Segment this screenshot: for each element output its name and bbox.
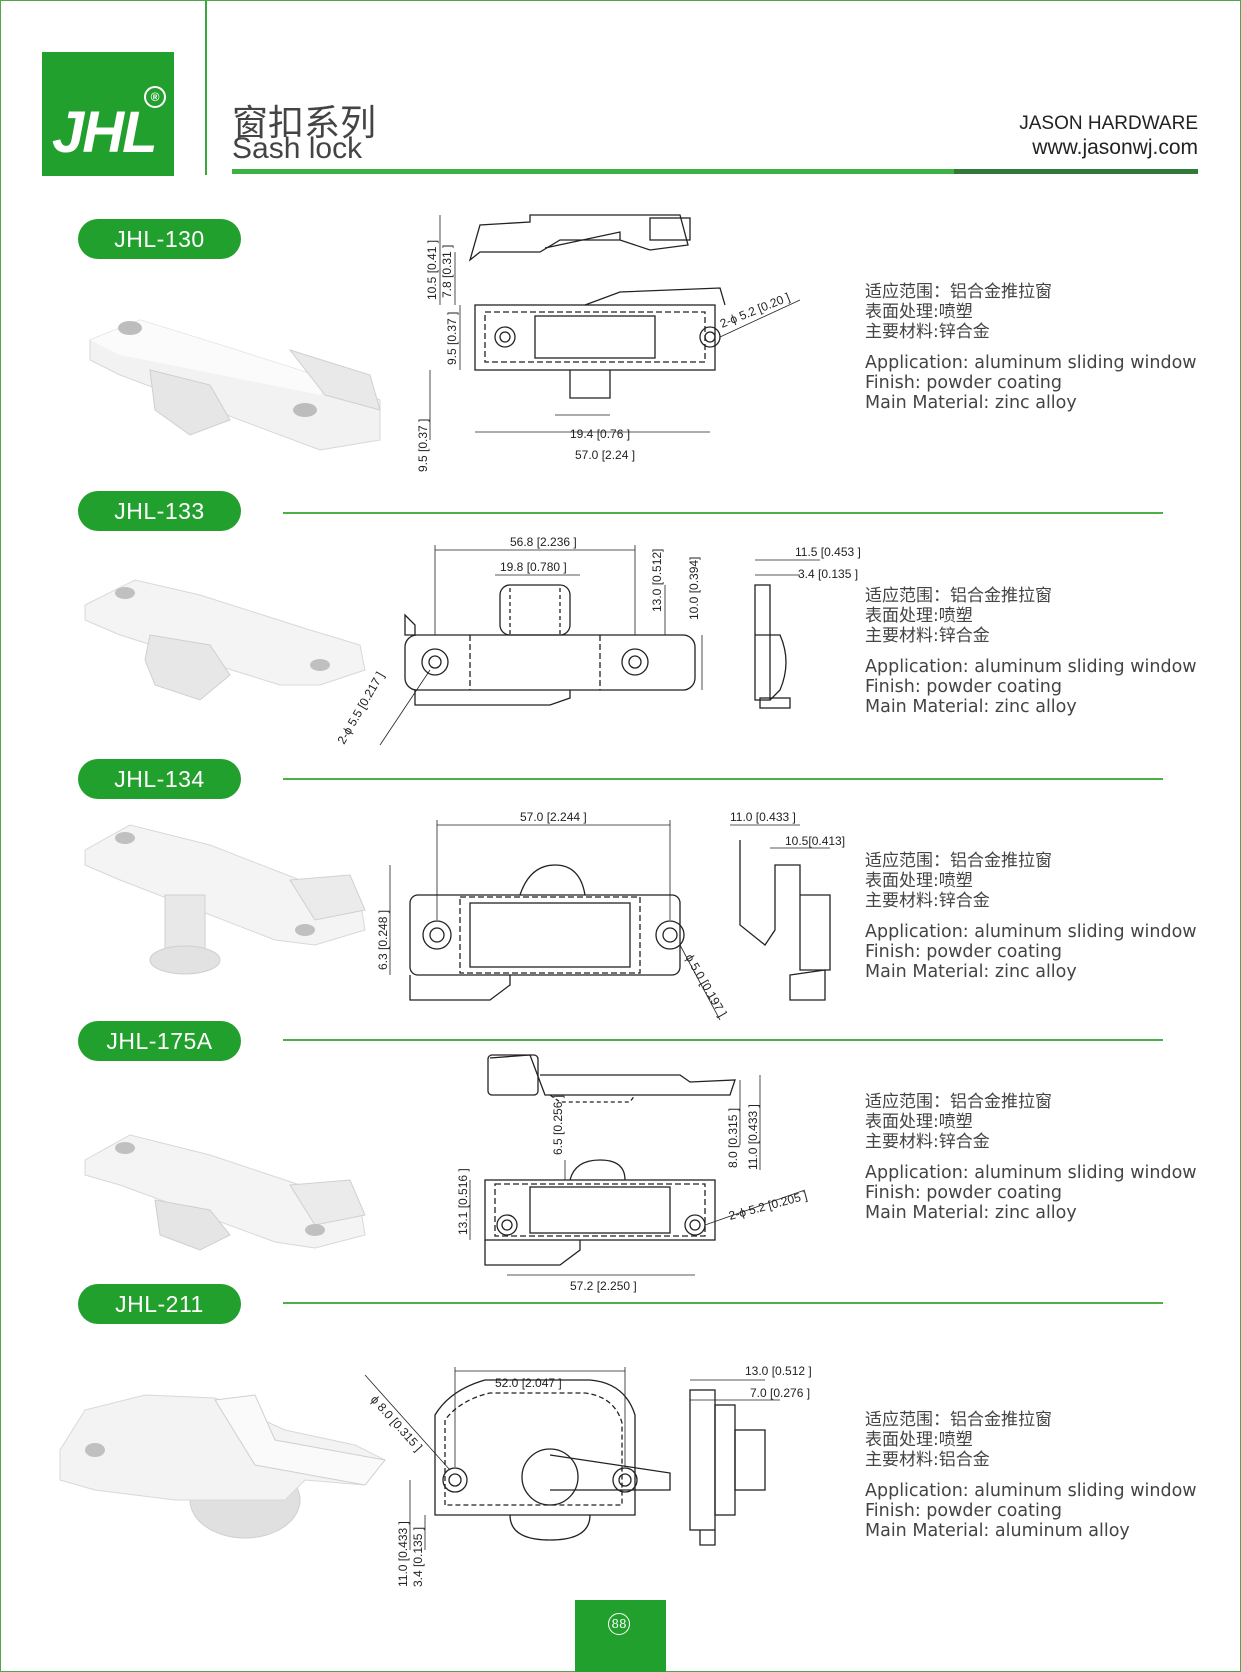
dim-label: 13.0 [0.512 ] — [745, 1364, 812, 1378]
dim-label: 13.0 [0.512] — [650, 549, 664, 612]
drawing-jhl-175a: 8.0 [0.315 ] 11.0 [0.433 ] 6.5 [0.256 ] … — [456, 1054, 809, 1293]
desc-cn-line: 适应范围：铝合金推拉窗 — [865, 851, 1052, 871]
desc-en-line: Finish: powder coating — [865, 1183, 1063, 1203]
model-badge-jhl-211: JHL-211 — [78, 1284, 241, 1324]
desc-en-line: Main Material: zinc alloy — [865, 1203, 1077, 1223]
desc-cn-line: 表面处理:喷塑 — [865, 1112, 973, 1132]
desc-en-line: Main Material: zinc alloy — [865, 697, 1077, 717]
desc-cn-line: 适应范围：铝合金推拉窗 — [865, 1410, 1052, 1430]
brand-block: JASON HARDWARE www.jasonwj.com — [1019, 112, 1198, 160]
logo-text: JHL — [52, 100, 158, 165]
dim-label: 13.1 [0.516 ] — [456, 1168, 470, 1235]
desc-en-line: Application: aluminum sliding window — [865, 1163, 1197, 1183]
page-title-cn: 窗扣系列 — [232, 103, 377, 144]
photo-jhl-211 — [59, 1394, 386, 1539]
model-badge-jhl-175a: JHL-175A — [78, 1021, 241, 1061]
desc-en-line: Application: aluminum sliding window — [865, 657, 1197, 677]
section-divider — [283, 512, 1163, 514]
desc-en-line: Finish: powder coating — [865, 1501, 1063, 1521]
dim-label: 8.0 [0.315 ] — [726, 1108, 740, 1168]
header-vertical-line — [205, 0, 207, 175]
drawing-jhl-133: 56.8 [2.236 ] 19.8 [0.780 ] 13.0 [0.512]… — [334, 535, 861, 747]
dim-label: 3.4 [0.135 ] — [798, 567, 858, 581]
desc-cn-line: 主要材料:锌合金 — [865, 1132, 990, 1152]
dim-label: 10.5 [0.41 ] — [425, 240, 439, 300]
desc-cn-line: 主要材料:铝合金 — [865, 1450, 990, 1470]
dim-label: 3.4 [0.135 ] — [411, 1527, 425, 1587]
desc-en-line: Main Material: zinc alloy — [865, 393, 1077, 413]
desc-en-line: Main Material: aluminum alloy — [865, 1521, 1130, 1541]
dim-label: 9.5 [0.37 ] — [416, 419, 430, 472]
desc-en-line: Main Material: zinc alloy — [865, 962, 1077, 982]
desc-cn-line: 主要材料:锌合金 — [865, 626, 990, 646]
desc-en-line: Finish: powder coating — [865, 677, 1063, 697]
jhl-logo: JHL ® — [42, 52, 174, 176]
photo-jhl-133 — [84, 579, 366, 701]
brand-url[interactable]: www.jasonwj.com — [1032, 136, 1198, 159]
dim-label: 19.4 [0.76 ] — [570, 427, 630, 441]
drawing-jhl-130: 10.5 [0.41 ] 7.8 [0.31 ] 9.5 [0.37 ] 2-ϕ… — [416, 214, 801, 472]
dim-label: 10.5[0.413] — [785, 834, 845, 848]
desc-en-line: Application: aluminum sliding window — [865, 1481, 1197, 1501]
dim-label: 57.0 [2.244 ] — [520, 810, 587, 824]
brand-name: JASON HARDWARE — [1019, 113, 1198, 134]
section-divider — [283, 778, 1163, 780]
desc-cn-line: 表面处理:喷塑 — [865, 606, 973, 626]
desc-jhl-133: 适应范围：铝合金推拉窗 表面处理:喷塑 主要材料:锌合金 Application… — [865, 586, 1197, 717]
desc-en-line: Application: aluminum sliding window — [865, 353, 1197, 373]
dim-label: 57.2 [2.250 ] — [570, 1279, 637, 1293]
dim-label: 10.0 [0.394] — [687, 557, 701, 620]
desc-en-line: Finish: powder coating — [865, 942, 1063, 962]
dim-label: 11.5 [0.453 ] — [795, 545, 861, 559]
dim-label: ϕ 8.0 [0.315 ] — [368, 1393, 425, 1454]
photo-jhl-130 — [89, 319, 381, 451]
photo-jhl-175a — [84, 1134, 366, 1251]
desc-jhl-175a: 适应范围：铝合金推拉窗 表面处理:喷塑 主要材料:锌合金 Application… — [865, 1092, 1197, 1223]
dim-label: 6.3 [0.248 ] — [376, 910, 390, 970]
desc-jhl-211: 适应范围：铝合金推拉窗 表面处理:喷塑 主要材料:铝合金 Application… — [865, 1410, 1197, 1541]
dim-label: 11.0 [0.433 ] — [730, 810, 796, 824]
photo-jhl-134 — [84, 824, 366, 975]
desc-cn-line: 表面处理:喷塑 — [865, 302, 973, 322]
model-badge-jhl-134: JHL-134 — [78, 759, 241, 799]
dim-label: 6.5 [0.256 ] — [551, 1095, 565, 1155]
dim-label: 19.8 [0.780 ] — [500, 560, 567, 574]
desc-en-line: Finish: powder coating — [865, 373, 1063, 393]
dim-label: 11.0 [0.433 ] — [746, 1104, 760, 1170]
registered-mark: ® — [144, 86, 166, 108]
dim-label: 11.0 [0.433 ] — [396, 1521, 410, 1587]
section-divider — [283, 1302, 1163, 1304]
model-badge-jhl-130: JHL-130 — [78, 219, 241, 259]
desc-cn-line: 适应范围：铝合金推拉窗 — [865, 1092, 1052, 1112]
desc-cn-line: 表面处理:喷塑 — [865, 1430, 973, 1450]
desc-cn-line: 主要材料:锌合金 — [865, 891, 990, 911]
dim-label: 7.0 [0.276 ] — [750, 1386, 810, 1400]
page-title-en: Sash lock — [232, 132, 363, 165]
dim-label: 57.0 [2.24 ] — [575, 448, 635, 462]
dim-label: 52.0 [2.047 ] — [495, 1376, 562, 1390]
desc-cn-line: 表面处理:喷塑 — [865, 871, 973, 891]
dim-label: 9.5 [0.37 ] — [445, 312, 459, 365]
desc-jhl-130: 适应范围：铝合金推拉窗 表面处理:喷塑 主要材料:锌合金 Application… — [865, 282, 1197, 413]
desc-cn-line: 适应范围：铝合金推拉窗 — [865, 586, 1052, 606]
dim-label: 2-ϕ 5.5 [0.217 ] — [334, 670, 387, 747]
header-rule — [232, 169, 1198, 174]
model-badge-jhl-133: JHL-133 — [78, 491, 241, 531]
page-number-tab: 88 — [575, 1600, 666, 1672]
dim-label: ϕ 5.0 [0.197 ] — [682, 952, 729, 1020]
desc-cn-line: 主要材料:锌合金 — [865, 322, 990, 342]
dim-label: 2-ϕ 5.2 [0.20 ] — [718, 290, 792, 331]
dim-label: 2-ϕ 5.2 [0.205 ] — [727, 1188, 809, 1222]
desc-jhl-134: 适应范围：铝合金推拉窗 表面处理:喷塑 主要材料:锌合金 Application… — [865, 851, 1197, 982]
page-number: 88 — [608, 1613, 630, 1635]
dim-label: 7.8 [0.31 ] — [440, 245, 454, 298]
desc-en-line: Application: aluminum sliding window — [865, 922, 1197, 942]
desc-cn-line: 适应范围：铝合金推拉窗 — [865, 282, 1052, 302]
drawing-jhl-134: 57.0 [2.244 ] 11.0 [0.433 ] 10.5[0.413] … — [376, 810, 845, 1021]
drawing-jhl-211: 52.0 [2.047 ] ϕ 8.0 [0.315 ] 13.0 [0.512… — [364, 1364, 812, 1587]
dim-label: 56.8 [2.236 ] — [510, 535, 577, 549]
section-divider — [283, 1039, 1163, 1041]
